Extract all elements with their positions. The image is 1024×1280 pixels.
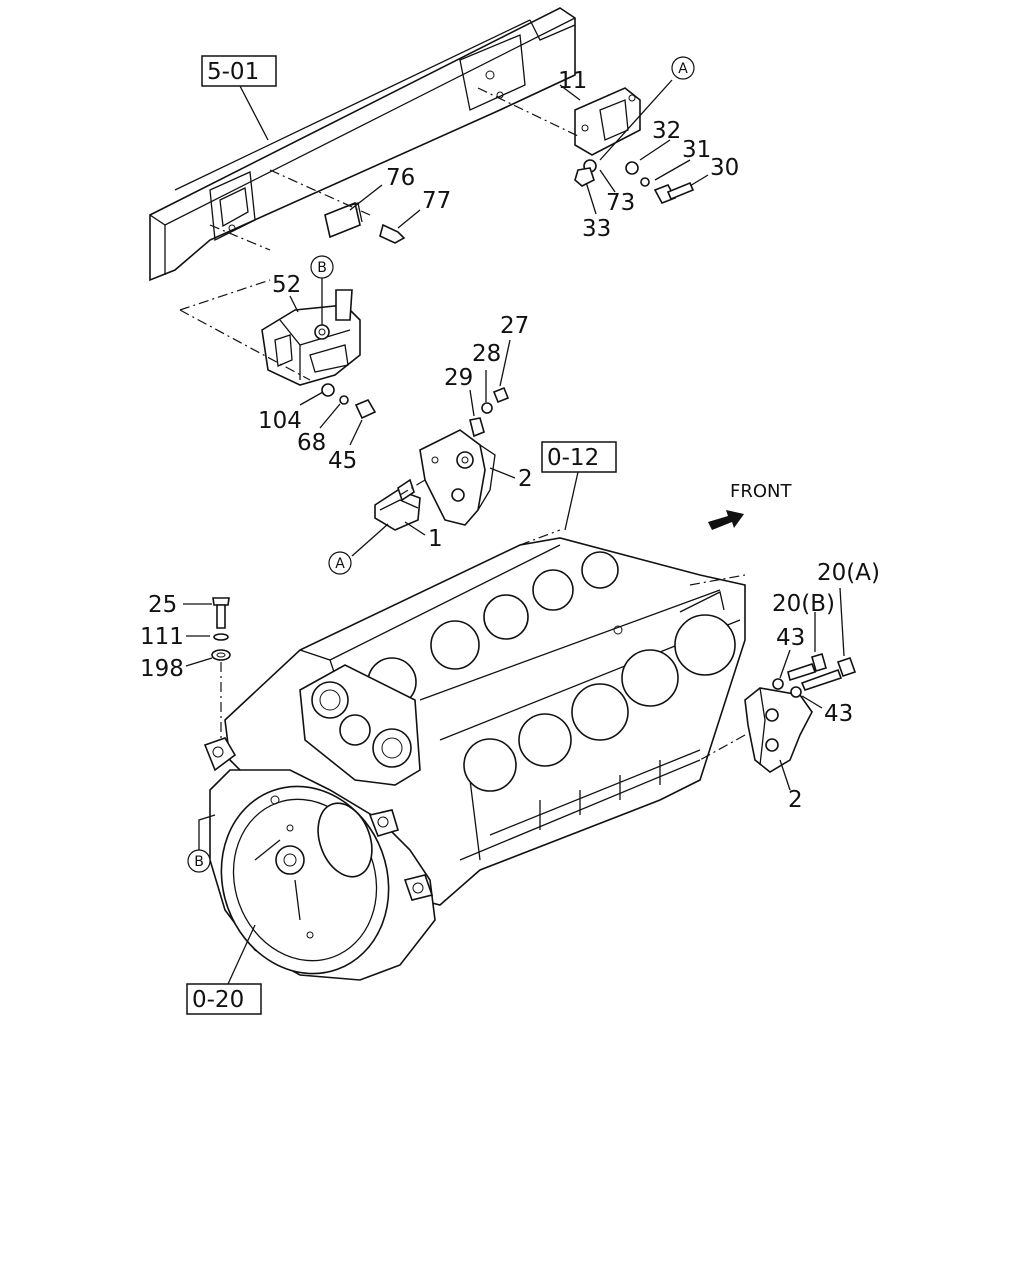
bracket-2-right: [744, 687, 813, 773]
ref-box-0-12[interactable]: 0-12: [541, 441, 617, 473]
callout-2-upper: 2: [518, 466, 533, 492]
svg-text:A: A: [335, 556, 345, 572]
callout-28: 28: [472, 341, 501, 367]
callout-43-lower: 43: [824, 701, 853, 727]
mount-52: [261, 289, 361, 386]
callout-111: 111: [140, 624, 184, 650]
callout-43-upper: 43: [776, 625, 805, 651]
callout-52: 52: [272, 272, 301, 298]
fasteners-104-68-45: [321, 383, 377, 420]
callout-1: 1: [428, 526, 443, 552]
callout-32: 32: [652, 118, 681, 144]
svg-text:B: B: [194, 854, 204, 870]
frame-rail: [149, 7, 576, 282]
fasteners-20-43: [772, 653, 857, 698]
marker-a-top: A: [671, 56, 695, 80]
front-direction-arrow: [708, 510, 744, 530]
bracket-2-upper: [419, 429, 496, 526]
callout-29: 29: [444, 365, 473, 391]
callout-11: 11: [558, 68, 587, 94]
callout-198: 198: [140, 656, 184, 682]
callout-27: 27: [500, 313, 529, 339]
callout-25: 25: [148, 592, 177, 618]
callout-45: 45: [328, 448, 357, 474]
callout-2-right: 2: [788, 787, 803, 813]
bracket-11: [574, 87, 641, 156]
callout-numbers: 11 32 31 30 73 33 76 77 52 104 68 45 27 …: [140, 68, 880, 813]
part-76: [324, 201, 363, 239]
callout-20a: 20(A): [817, 560, 880, 586]
callout-20b: 20(B): [772, 591, 835, 617]
callout-104: 104: [258, 408, 302, 434]
ref-box-0-20[interactable]: 0-20: [186, 983, 262, 1015]
marker-a-bottom: A: [328, 551, 352, 575]
callout-76: 76: [386, 165, 415, 191]
svg-text:B: B: [317, 260, 327, 276]
part-77-bolt: [379, 223, 406, 244]
ref-5-01-label: 5-01: [207, 59, 259, 85]
ref-box-5-01[interactable]: 5-01: [201, 55, 277, 87]
callout-31: 31: [682, 137, 711, 163]
callout-77: 77: [422, 188, 451, 214]
callout-33: 33: [582, 216, 611, 242]
marker-b-top: B: [310, 255, 334, 279]
front-label: FRONT: [730, 481, 792, 502]
callout-30: 30: [710, 155, 739, 181]
timing-cover: [299, 664, 421, 837]
ref-0-20-label: 0-20: [192, 987, 244, 1013]
ref-0-12-label: 0-12: [547, 445, 599, 471]
callout-68: 68: [297, 430, 326, 456]
callout-73: 73: [606, 190, 635, 216]
fasteners-27-28-29: [469, 386, 510, 438]
fasteners-30-33: [574, 159, 695, 204]
svg-text:A: A: [678, 61, 688, 77]
fasteners-25-111-198: [211, 597, 231, 661]
marker-b-bottom: B: [187, 849, 211, 873]
mount-1: [374, 478, 421, 531]
